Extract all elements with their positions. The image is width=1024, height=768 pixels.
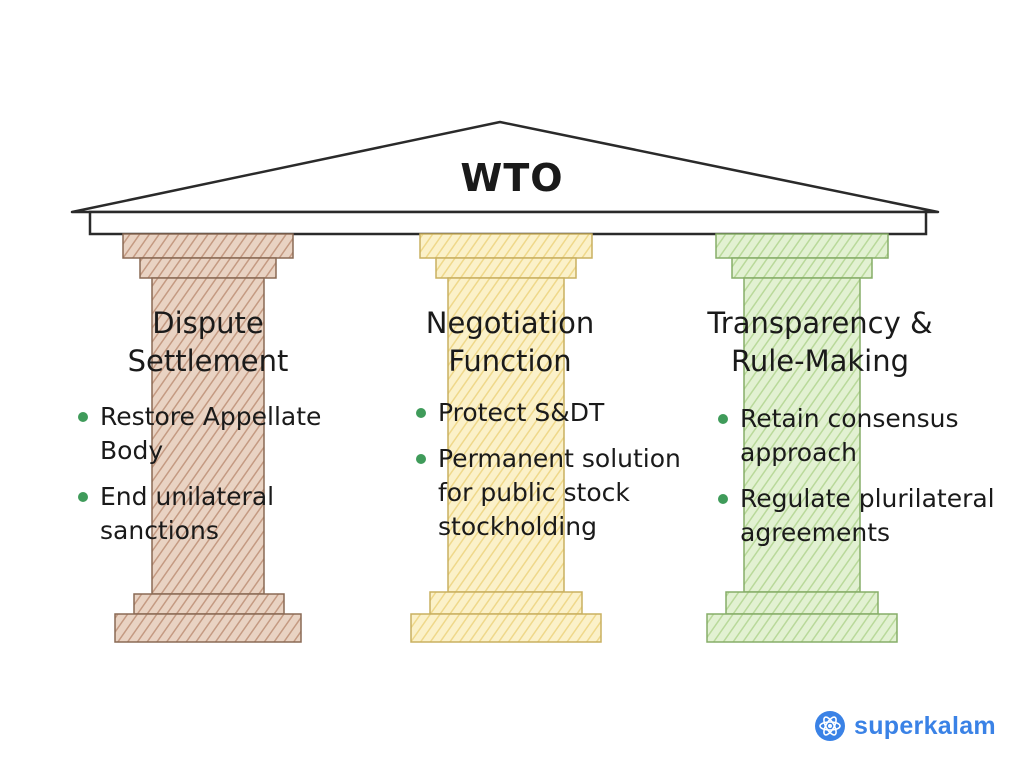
- pillar-dispute-settlement: [114, 233, 302, 643]
- bullet-list: Protect S&DT Permanent solution for publ…: [414, 396, 694, 556]
- pillar-title-line: Dispute: [152, 306, 264, 340]
- pillar-negotiation-function: [410, 233, 602, 643]
- bullet-list: Restore Appellate Body End unilateral sa…: [76, 400, 346, 560]
- pillar-title: Negotiation Function: [390, 304, 630, 380]
- base-top: [133, 593, 285, 615]
- brand-logo: superkalam: [814, 708, 996, 744]
- shaft: [151, 277, 265, 595]
- capital-top: [122, 233, 294, 259]
- base-bottom: [706, 613, 898, 643]
- bullet-item: Permanent solution for public stock stoc…: [414, 442, 694, 544]
- capital-bottom: [435, 257, 577, 279]
- atom-icon: [815, 711, 845, 741]
- pillar-title: Dispute Settlement: [88, 304, 328, 380]
- pillar-title-line: Rule-Making: [730, 344, 910, 378]
- base-bottom: [114, 613, 302, 643]
- base-bottom: [410, 613, 602, 643]
- bullet-item: End unilateral sanctions: [76, 480, 346, 548]
- capital-bottom: [139, 257, 277, 279]
- pillar-title-line: Settlement: [127, 344, 289, 378]
- bullet-item: Retain consensus approach: [716, 402, 1012, 470]
- roof: [70, 120, 940, 236]
- pillar-title-line: Function: [448, 344, 572, 378]
- bullet-item: Restore Appellate Body: [76, 400, 346, 468]
- pillar-title: Transparency & Rule-Making: [690, 304, 950, 380]
- bullet-list: Retain consensus approach Regulate pluri…: [716, 402, 1012, 562]
- shaft: [743, 277, 861, 593]
- pillar-transparency-rule-making: [706, 233, 898, 643]
- base-top: [429, 591, 583, 615]
- capital-top: [715, 233, 889, 259]
- capital-top: [419, 233, 593, 259]
- base-top: [725, 591, 879, 615]
- brand-name: superkalam: [854, 711, 996, 740]
- capital-bottom: [731, 257, 873, 279]
- bullet-item: Protect S&DT: [414, 396, 694, 430]
- roof-title: WTO: [460, 156, 564, 200]
- shaft: [447, 277, 565, 593]
- architrave: [88, 210, 928, 236]
- pillar-title-line: Negotiation: [425, 306, 595, 340]
- bullet-item: Regulate plurilateral agreements: [716, 482, 1012, 550]
- pillar-title-line: Transparency &: [707, 306, 933, 340]
